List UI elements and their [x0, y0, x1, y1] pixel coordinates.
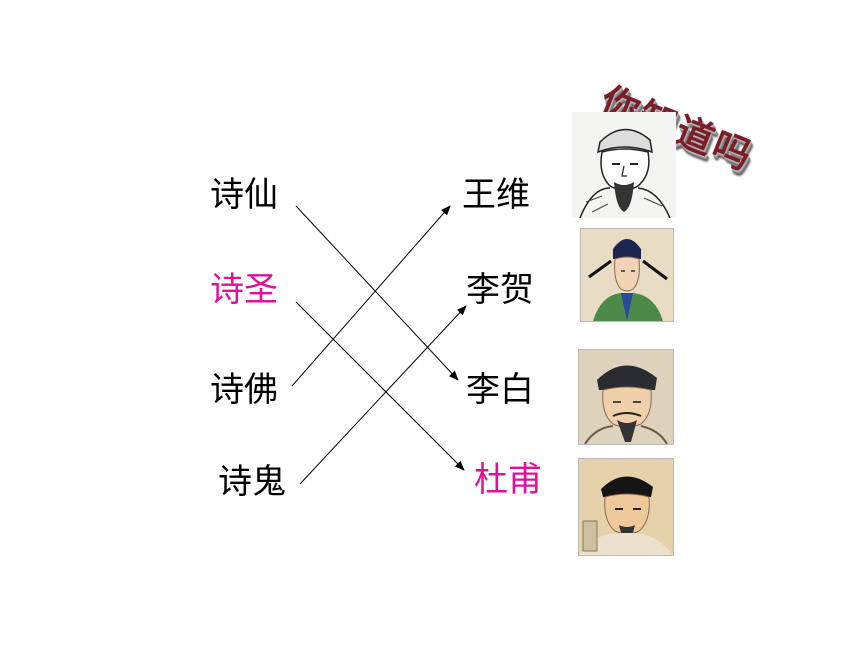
line-shifo-wangwei: [291, 205, 451, 387]
right-item-libai: 李白: [466, 370, 534, 410]
portrait-lihe: [580, 228, 674, 322]
line-shisheng-dufu: [295, 301, 465, 471]
left-item-shifo: 诗佛: [210, 370, 278, 410]
right-item-lihe: 李贺: [466, 270, 534, 310]
left-item-shisheng: 诗圣: [210, 270, 278, 310]
portrait-libai: [578, 349, 674, 445]
left-item-shixian: 诗仙: [210, 175, 278, 215]
left-item-shigui: 诗鬼: [218, 462, 286, 502]
right-item-dufu: 杜甫: [474, 460, 542, 500]
right-item-wangwei: 王维: [462, 175, 530, 215]
line-shixian-libai: [295, 205, 459, 381]
portrait-wangwei: [572, 112, 676, 218]
line-shigui-lihe: [299, 305, 467, 485]
portrait-dufu: [578, 458, 674, 556]
